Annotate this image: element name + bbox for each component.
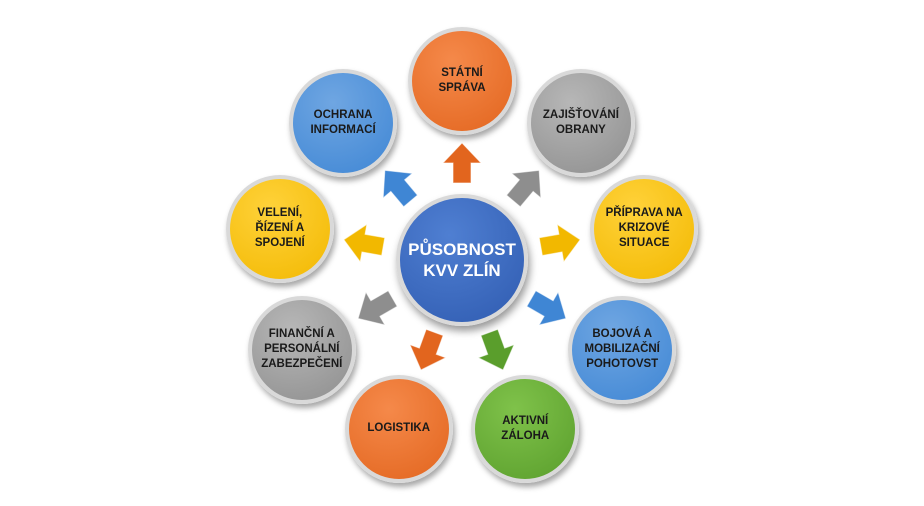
arrow-to-zajistovani-obrany: [505, 169, 542, 208]
node-label: STÁTNÍ SPRÁVA: [438, 66, 486, 94]
node-bojova-a-mobilizacni-pohotovst: BOJOVÁ A MOBILIZAČNÍ POHOTOVST: [568, 295, 677, 404]
node-zajistovani-obrany: ZAJIŠŤOVÁNÍ OBRANY: [526, 68, 635, 177]
node-priprava-na-krizove-situace: PŘÍPRAVA NA KRIZOVÉ SITUACE: [590, 174, 699, 283]
node-veleni-rizeni-a-spojeni: VELENÍ, ŘÍZENÍ A SPOJENÍ: [225, 174, 334, 283]
arrow-shape: [505, 169, 542, 208]
arrow-to-ochrana-informaci: [382, 169, 419, 208]
node-label: ZAJIŠŤOVÁNÍ OBRANY: [542, 108, 619, 136]
center-label: PŮSOBNOST KVV ZLÍN: [408, 240, 516, 280]
arrow-shape: [477, 328, 515, 371]
arrow-to-aktivni-zaloha: [477, 328, 515, 371]
arrow-shape: [382, 169, 419, 208]
arrow-to-priprava-na-krizove-situace: [538, 223, 581, 264]
node-label: PŘÍPRAVA NA KRIZOVÉ SITUACE: [605, 207, 683, 250]
arrow-to-statni-sprava: [441, 142, 483, 184]
arrow-shape: [409, 328, 447, 371]
node-logistika: LOGISTIKA: [344, 374, 453, 483]
arrow-to-financni-a-personalni-zabezpeceni: [357, 290, 398, 326]
node-statni-sprava: STÁTNÍ SPRÁVA: [408, 26, 516, 135]
node-label: LOGISTIKA: [367, 422, 431, 435]
arrow-shape: [526, 290, 567, 326]
node-label: FINANČNÍ A PERSONÁLNÍ ZABEZPEČENÍ: [261, 328, 343, 371]
node-label: AKTIVNÍ ZÁLOHA: [501, 414, 550, 442]
node-label: BOJOVÁ A MOBILIZAČNÍ POHOTOVST: [584, 328, 660, 371]
center-node: PŮSOBNOST KVV ZLÍN: [396, 194, 528, 326]
node-ochrana-informaci: OCHRANA INFORMACÍ: [289, 68, 398, 177]
arrow-to-bojova-a-mobilizacni-pohotovst: [526, 290, 567, 326]
node-financni-a-personalni-zabezpeceni: FINANČNÍ A PERSONÁLNÍ ZABEZPEČENÍ: [247, 295, 356, 404]
arrow-to-veleni-rizeni-a-spojeni: [343, 223, 386, 264]
arrow-shape: [538, 223, 581, 264]
arrow-shape: [441, 142, 483, 184]
arrow-shape: [343, 223, 386, 264]
node-aktivni-zaloha: AKTIVNÍ ZÁLOHA: [471, 374, 580, 483]
arrow-shape: [357, 290, 398, 326]
node-label: OCHRANA INFORMACÍ: [310, 108, 376, 136]
arrow-to-logistika: [409, 328, 447, 371]
node-label: VELENÍ, ŘÍZENÍ A SPOJENÍ: [254, 207, 305, 250]
